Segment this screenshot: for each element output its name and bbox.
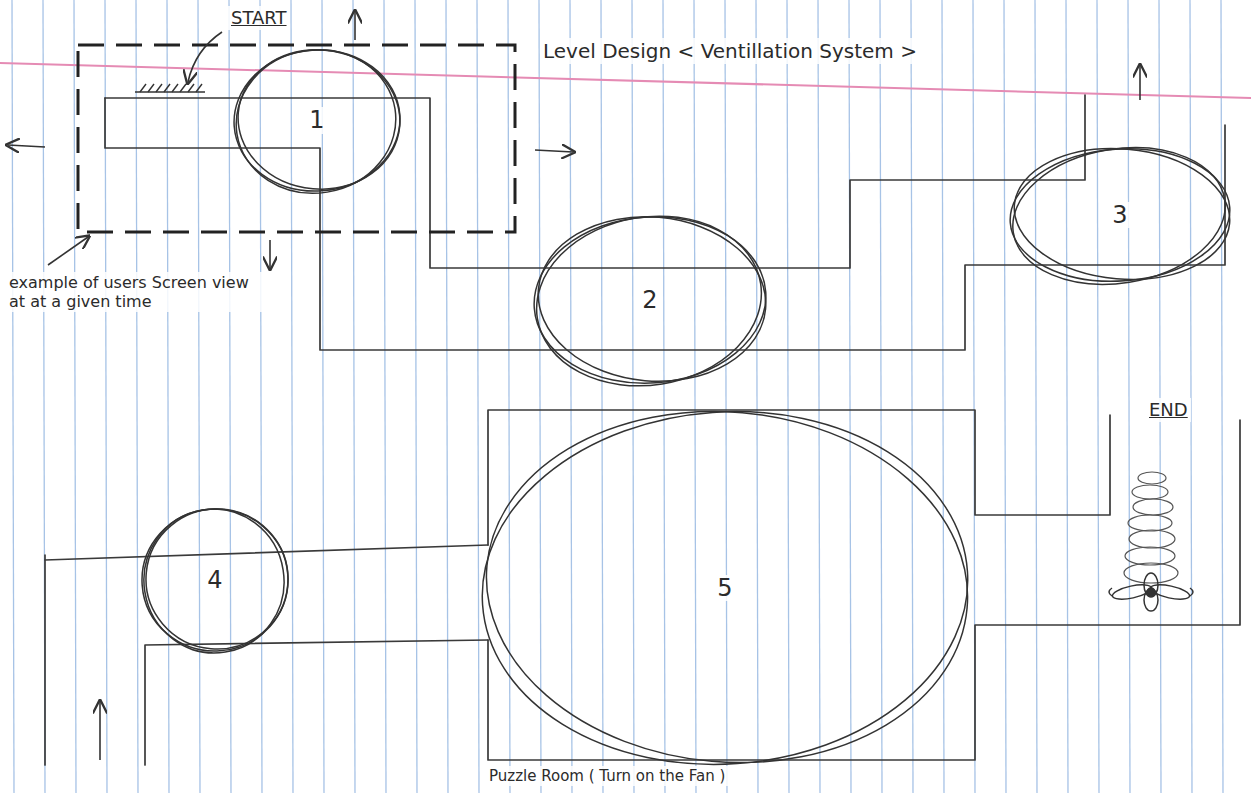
- ruled-line: [74, 0, 76, 793]
- ruled-line: [1159, 0, 1161, 793]
- room-number: 5: [714, 575, 735, 601]
- room-number: 3: [1109, 202, 1130, 228]
- room-number: 2: [639, 287, 660, 313]
- ruled-line: [539, 0, 541, 793]
- ruled-line: [849, 0, 851, 793]
- room-outline: [226, 38, 406, 204]
- room-number: 4: [204, 567, 225, 593]
- direction-arrows: [8, 12, 1140, 760]
- ruled-line: [601, 0, 603, 793]
- sheet-title: Level Design < Ventillation System >: [540, 38, 920, 64]
- ruled-line: [43, 0, 45, 793]
- ruled-line: [570, 0, 572, 793]
- ruled-line: [1097, 0, 1099, 793]
- ruled-line: [136, 0, 138, 793]
- room-outline: [470, 395, 979, 780]
- start-label: START: [228, 6, 290, 30]
- room-caption: Puzzle Room ( Turn on the Fan ): [486, 766, 728, 786]
- ruled-line: [415, 0, 417, 793]
- room-number: 1: [306, 107, 327, 133]
- ruled-line: [1128, 0, 1130, 793]
- room-outline: [1003, 133, 1235, 299]
- room-outline: [140, 503, 294, 655]
- ruled-line: [1221, 0, 1223, 793]
- ruled-line: [198, 0, 200, 793]
- ruled-line: [12, 0, 14, 793]
- ruled-line: [756, 0, 758, 793]
- ruled-line: [1035, 0, 1037, 793]
- ruled-line: [632, 0, 634, 793]
- ruled-line: [1066, 0, 1068, 793]
- ruled-line: [167, 0, 169, 793]
- start-marker: [135, 84, 205, 92]
- ruled-line: [725, 0, 727, 793]
- ruled-line: [663, 0, 665, 793]
- room-circle: 1: [232, 48, 402, 193]
- ruled-line: [818, 0, 820, 793]
- screen-view-frame: [78, 45, 515, 232]
- room-outline: [137, 504, 293, 656]
- ruled-line: [229, 0, 231, 793]
- screen-view-note: example of users Screen view at at a giv…: [6, 272, 262, 312]
- ruled-lines: [12, 0, 1223, 793]
- end-label: END: [1146, 398, 1191, 422]
- room-outline: [229, 44, 404, 196]
- room-outline: [1006, 141, 1235, 288]
- ruled-line: [291, 0, 293, 793]
- ruled-line: [911, 0, 913, 793]
- room-circle: 4: [140, 507, 290, 653]
- ruled-line: [694, 0, 696, 793]
- room-outline: [472, 392, 983, 783]
- ruled-line: [446, 0, 448, 793]
- room-circle: 5: [480, 410, 970, 766]
- room-outline: [134, 499, 295, 663]
- ruled-line: [787, 0, 789, 793]
- room-circle: 3: [1008, 147, 1232, 283]
- ruled-line: [477, 0, 479, 793]
- room-outline: [531, 207, 772, 390]
- room-outline: [524, 200, 773, 401]
- room-circle: 2: [532, 215, 768, 385]
- corridor-walls: [45, 95, 1240, 765]
- ruled-line: [384, 0, 386, 793]
- ruled-line: [1004, 0, 1006, 793]
- ruled-line: [353, 0, 355, 793]
- fan-illustration: [1109, 472, 1193, 611]
- ruled-line: [1190, 0, 1192, 793]
- ruled-line: [880, 0, 882, 793]
- ruled-line: [260, 0, 262, 793]
- room-outline: [1009, 140, 1236, 288]
